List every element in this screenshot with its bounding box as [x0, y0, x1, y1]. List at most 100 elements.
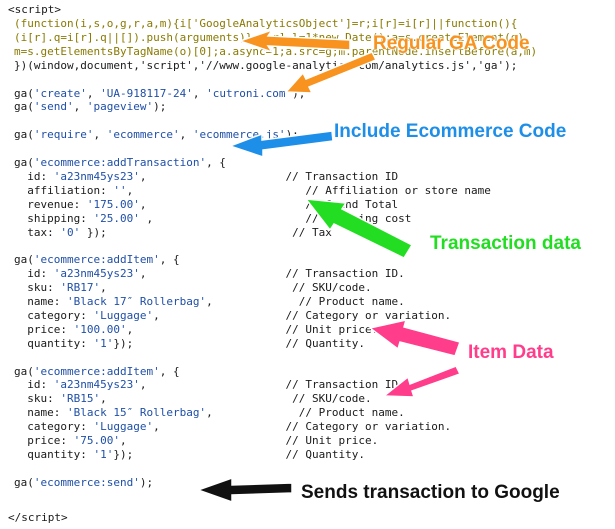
code-token: 'pageview' [86, 100, 154, 114]
code-line: shipping: '25.00' , // Shipping cost [14, 211, 411, 225]
label-item-data: Item Data [468, 342, 554, 363]
code-line: (function(i,s,o,g,r,a,m){i['GoogleAnalyt… [14, 18, 517, 30]
code-token: ); [153, 100, 167, 114]
code-token: name: [14, 406, 67, 420]
code-line: category: 'Luggage', // Category or vari… [14, 421, 451, 433]
code-line: ga('require', 'ecommerce', 'ecommerce.js… [14, 129, 299, 141]
code-token: '1' [93, 447, 114, 461]
script-close-tag: </script> [8, 511, 68, 524]
code-line: tax: '0' }); // Tax [14, 225, 332, 239]
code-line: sku: 'RB15', // SKU/code. [14, 392, 372, 406]
code-token: quantity: [14, 447, 94, 461]
code-token: , // Category or variation. [153, 308, 452, 322]
code-token: 'send' [33, 100, 74, 114]
code-token: tax: [14, 225, 61, 239]
code-token: , [179, 128, 193, 142]
code-line: ga('create', 'UA-918117-24', 'cutroni.co… [14, 86, 305, 100]
code-token: 'ecommerce.js' [192, 128, 286, 142]
code-token: , // Unit price. [119, 434, 379, 447]
code-token: ga( [14, 253, 34, 267]
code-line: ga('ecommerce:addItem', { [14, 364, 180, 378]
code-token: 'ecommerce:addTransaction' [33, 156, 207, 169]
code-token: 'RB17' [60, 281, 101, 295]
code-token: , [93, 128, 107, 142]
code-token: shipping: [14, 211, 94, 225]
code-token: , [73, 100, 87, 114]
code-token: 'create' [33, 86, 87, 100]
code-token: , // Grand Total [139, 197, 399, 211]
code-token: , // SKU/code. [100, 392, 372, 406]
code-token: 'Black 15″ Rollerbag' [66, 406, 207, 420]
code-token: , // Product name. [206, 406, 405, 420]
code-token: })(window,document,'script','//www.googl… [14, 58, 518, 72]
code-token: sku: [14, 392, 61, 406]
code-token: 'ecommerce:addItem' [33, 253, 160, 267]
code-token: price: [14, 322, 74, 336]
code-line: ga('ecommerce:addItem', { [14, 254, 180, 266]
code-token: , // Unit price. [126, 322, 379, 336]
code-token: affiliation: [14, 183, 114, 197]
code-token: ); [139, 475, 154, 489]
code-line: ga('ecommerce:send'); [14, 475, 154, 489]
code-token: , [192, 86, 207, 100]
code-line: price: '100.00', // Unit price. [14, 322, 379, 336]
code-token: , [86, 86, 101, 100]
code-token: '' [113, 183, 127, 197]
code-line: quantity: '1'}); // Quantity. [14, 447, 366, 461]
code-token: , // Affiliation or store name [126, 183, 491, 197]
code-token: '0' [60, 225, 81, 239]
code-token: , // Transaction ID. [139, 378, 405, 392]
code-token: 'Black 17″ Rollerbag' [66, 295, 207, 308]
code-token: }); // Tax [80, 225, 332, 239]
code-token: }); // Quantity. [113, 447, 366, 461]
code-token: , // Category or variation. [153, 420, 452, 434]
code-token: 'ecommerce' [106, 128, 180, 142]
code-token: }); // Quantity. [113, 336, 366, 350]
code-token: price: [14, 434, 74, 447]
code-line: id: 'a23nm45ys23', // Transaction ID. [14, 379, 405, 391]
code-line: ga('ecommerce:addTransaction', { [14, 157, 226, 169]
code-line: revenue: '175.00', // Grand Total [14, 197, 399, 211]
code-line: sku: 'RB17', // SKU/code. [14, 281, 372, 295]
code-token: , // Transaction ID. [139, 267, 405, 281]
code-token: 'ecommerce:send' [33, 475, 140, 489]
code-token: (function(i,s,o,g,r,a,m){i['GoogleAnalyt… [14, 17, 518, 30]
code-token: 'cutroni.com' [206, 86, 293, 100]
code-line: price: '75.00', // Unit price. [14, 435, 378, 447]
label-regular-ga-code: Regular GA Code [373, 33, 530, 54]
code-line: ga('send', 'pageview'); [14, 101, 166, 113]
code-line: id: 'a23nm45ys23', // Transaction ID [14, 169, 398, 183]
label-include-ecommerce-code: Include Ecommerce Code [334, 121, 567, 142]
code-token: ga( [14, 475, 34, 489]
code-token: '100.00' [73, 322, 127, 336]
script-open-tag: <script> [8, 3, 61, 16]
code-line: affiliation: '', // Affiliation or store… [14, 183, 491, 197]
code-token: , // SKU/code. [100, 281, 372, 295]
code-token: revenue: [14, 197, 87, 211]
code-token: 'a23nm45ys23' [53, 378, 140, 392]
code-token: , { [159, 364, 180, 378]
code-line: quantity: '1'}); // Quantity. [14, 336, 366, 350]
code-line: id: 'a23nm45ys23', // Transaction ID. [14, 268, 405, 280]
code-token: 'Luggage' [93, 420, 154, 434]
code-token: 'require' [33, 128, 94, 142]
code-token: '25.00' [93, 211, 140, 225]
code-token: , // Product name. [206, 295, 405, 308]
code-token: 'RB15' [60, 392, 101, 406]
label-transaction-data: Transaction data [430, 233, 581, 254]
code-token: , { [206, 156, 226, 169]
label-sends-transaction: Sends transaction to Google [301, 482, 560, 503]
code-line: name: 'Black 15″ Rollerbag', // Product … [14, 407, 405, 419]
code-token: category: [14, 420, 94, 434]
code-token: ); [285, 128, 299, 142]
code-token: 'a23nm45ys23' [53, 169, 140, 183]
code-token: '1' [93, 336, 114, 350]
code-token: id: [14, 267, 54, 281]
code-line: category: 'Luggage', // Category or vari… [14, 308, 452, 322]
code-token: '75.00' [73, 434, 120, 447]
code-token: ga( [14, 364, 34, 378]
code-token: name: [14, 295, 67, 308]
code-token: id: [14, 169, 54, 183]
code-token: ga( [14, 100, 34, 114]
